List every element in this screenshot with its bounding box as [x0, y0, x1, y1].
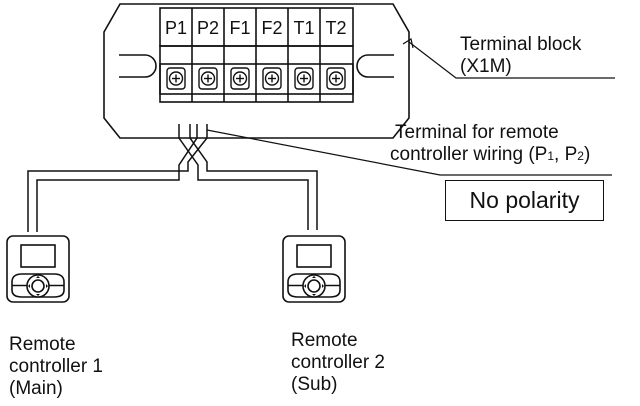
remote-terminal-label-line1: Terminal for remote: [395, 122, 559, 143]
controller-2-label-line2: controller 2: [291, 352, 385, 373]
terminal-block: [103, 3, 410, 139]
wiring-label-suffix: ): [583, 144, 591, 165]
controller-wires: [27, 124, 318, 232]
controller-1-label-line1: Remote: [9, 334, 76, 355]
controller-1-label: Remote controller 1 (Main): [9, 334, 103, 400]
terminal-label-f2: F2: [261, 18, 282, 38]
remote-controller-2-icon: [282, 235, 346, 303]
terminal-label-t2: T2: [325, 18, 346, 38]
screw-icon: [198, 67, 218, 90]
screw-icon: [262, 67, 282, 90]
leader-lines: [206, 38, 615, 176]
terminal-block-label-line2: (X1M): [460, 56, 512, 77]
wiring-label-mid: , P: [554, 144, 578, 165]
terminal-block-label-line1: Terminal block: [460, 34, 582, 55]
screw-icon: [326, 67, 346, 90]
remote-terminal-label: Terminal for remote controller wiring (P…: [390, 122, 590, 167]
controller-2-label-line3: (Sub): [291, 374, 338, 395]
wiring-label-sub1: 1: [547, 149, 555, 163]
terminal-label-p2: P2: [197, 18, 219, 38]
wiring-label-sub2: 2: [577, 149, 584, 163]
terminal-label-p1: P1: [165, 18, 187, 38]
right-mounting-slot: [356, 54, 394, 78]
terminal-screws: [166, 67, 346, 90]
controller-2-label-line1: Remote: [291, 330, 358, 351]
wiring-label-prefix: controller wiring (P: [390, 144, 548, 165]
controller-1-label-line2: controller 1: [9, 356, 103, 377]
screw-icon: [166, 67, 186, 90]
remote-controller-1-icon: [6, 235, 70, 303]
terminal-block-label: Terminal block (X1M): [460, 34, 581, 78]
left-mounting-slot: [119, 54, 157, 78]
controller-1-label-line3: (Main): [9, 378, 63, 399]
no-polarity-note: No polarity: [445, 180, 604, 221]
remote-terminal-label-line2: controller wiring (P1, P2): [390, 144, 590, 167]
terminal-label-t1: T1: [293, 18, 314, 38]
screw-icon: [230, 67, 250, 90]
controller-2-label: Remote controller 2 (Sub): [291, 330, 385, 396]
terminal-label-f1: F1: [229, 18, 250, 38]
terminal-labels: P1 P2 F1 F2 T1 T2: [165, 18, 347, 38]
screw-icon: [294, 67, 314, 90]
